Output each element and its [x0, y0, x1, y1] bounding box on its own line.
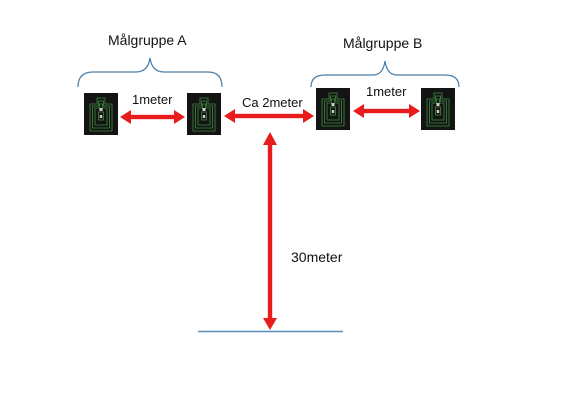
distance-arrow-middle	[224, 109, 314, 123]
group-b-bracket	[310, 60, 460, 88]
distance-arrow-a	[120, 110, 185, 124]
distance-arrow-b	[353, 104, 420, 118]
group-b-label: Målgruppe B	[343, 35, 423, 51]
target-a2-icon	[186, 92, 222, 136]
range-arrow	[263, 132, 277, 330]
distance-middle-label: Ca 2meter	[242, 95, 303, 110]
distance-a-label: 1meter	[132, 92, 173, 107]
target-b1-icon	[315, 87, 351, 131]
group-a-bracket	[77, 57, 223, 88]
group-a-label: Målgruppe A	[108, 32, 187, 48]
distance-b-label: 1meter	[366, 84, 407, 99]
target-b2-icon	[420, 87, 456, 131]
range-label: 30meter	[291, 249, 343, 265]
target-a1-icon	[83, 92, 119, 136]
